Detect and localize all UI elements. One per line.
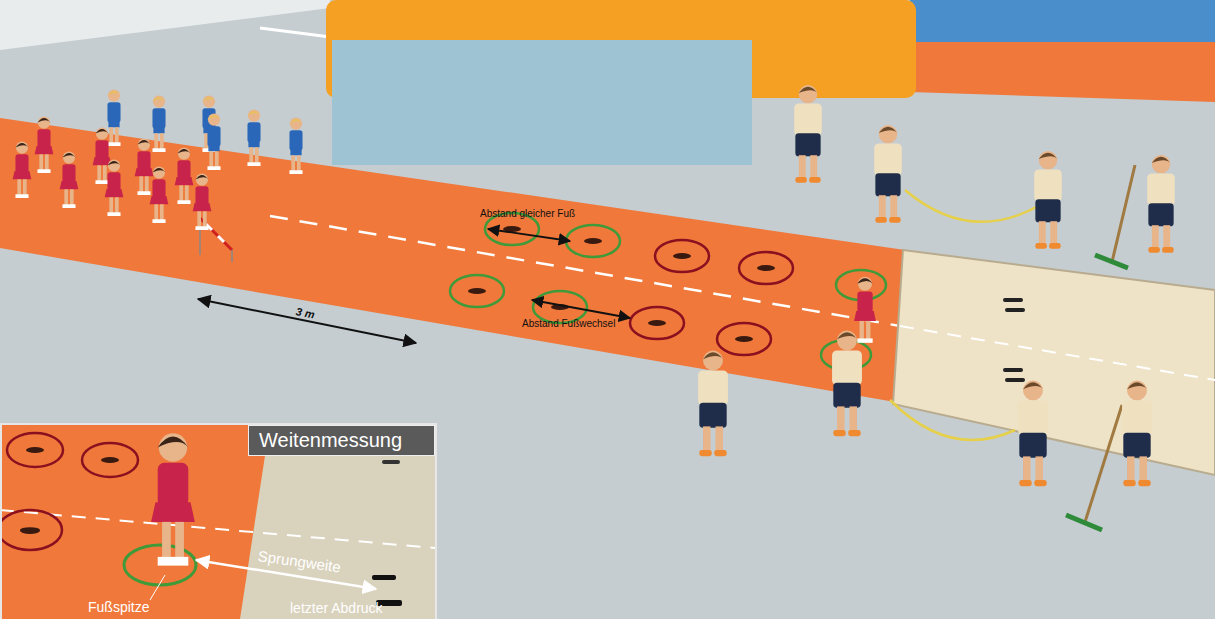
annotation-label: letzter Abdruck bbox=[290, 601, 383, 616]
inset-heading: Weitenmessung bbox=[248, 425, 435, 456]
annotation-label: 3 m bbox=[295, 305, 316, 320]
inset-panel: Weitenmessung bbox=[0, 423, 437, 619]
annotation-label: Abstand gleicher Fuß bbox=[480, 208, 575, 219]
inset-illustration bbox=[0, 423, 435, 619]
annotation-label: Fußspitze bbox=[88, 600, 149, 615]
annotation-label: Abstand Fußwechsel bbox=[522, 318, 615, 329]
annotation-label: Sprungweite bbox=[257, 548, 342, 576]
